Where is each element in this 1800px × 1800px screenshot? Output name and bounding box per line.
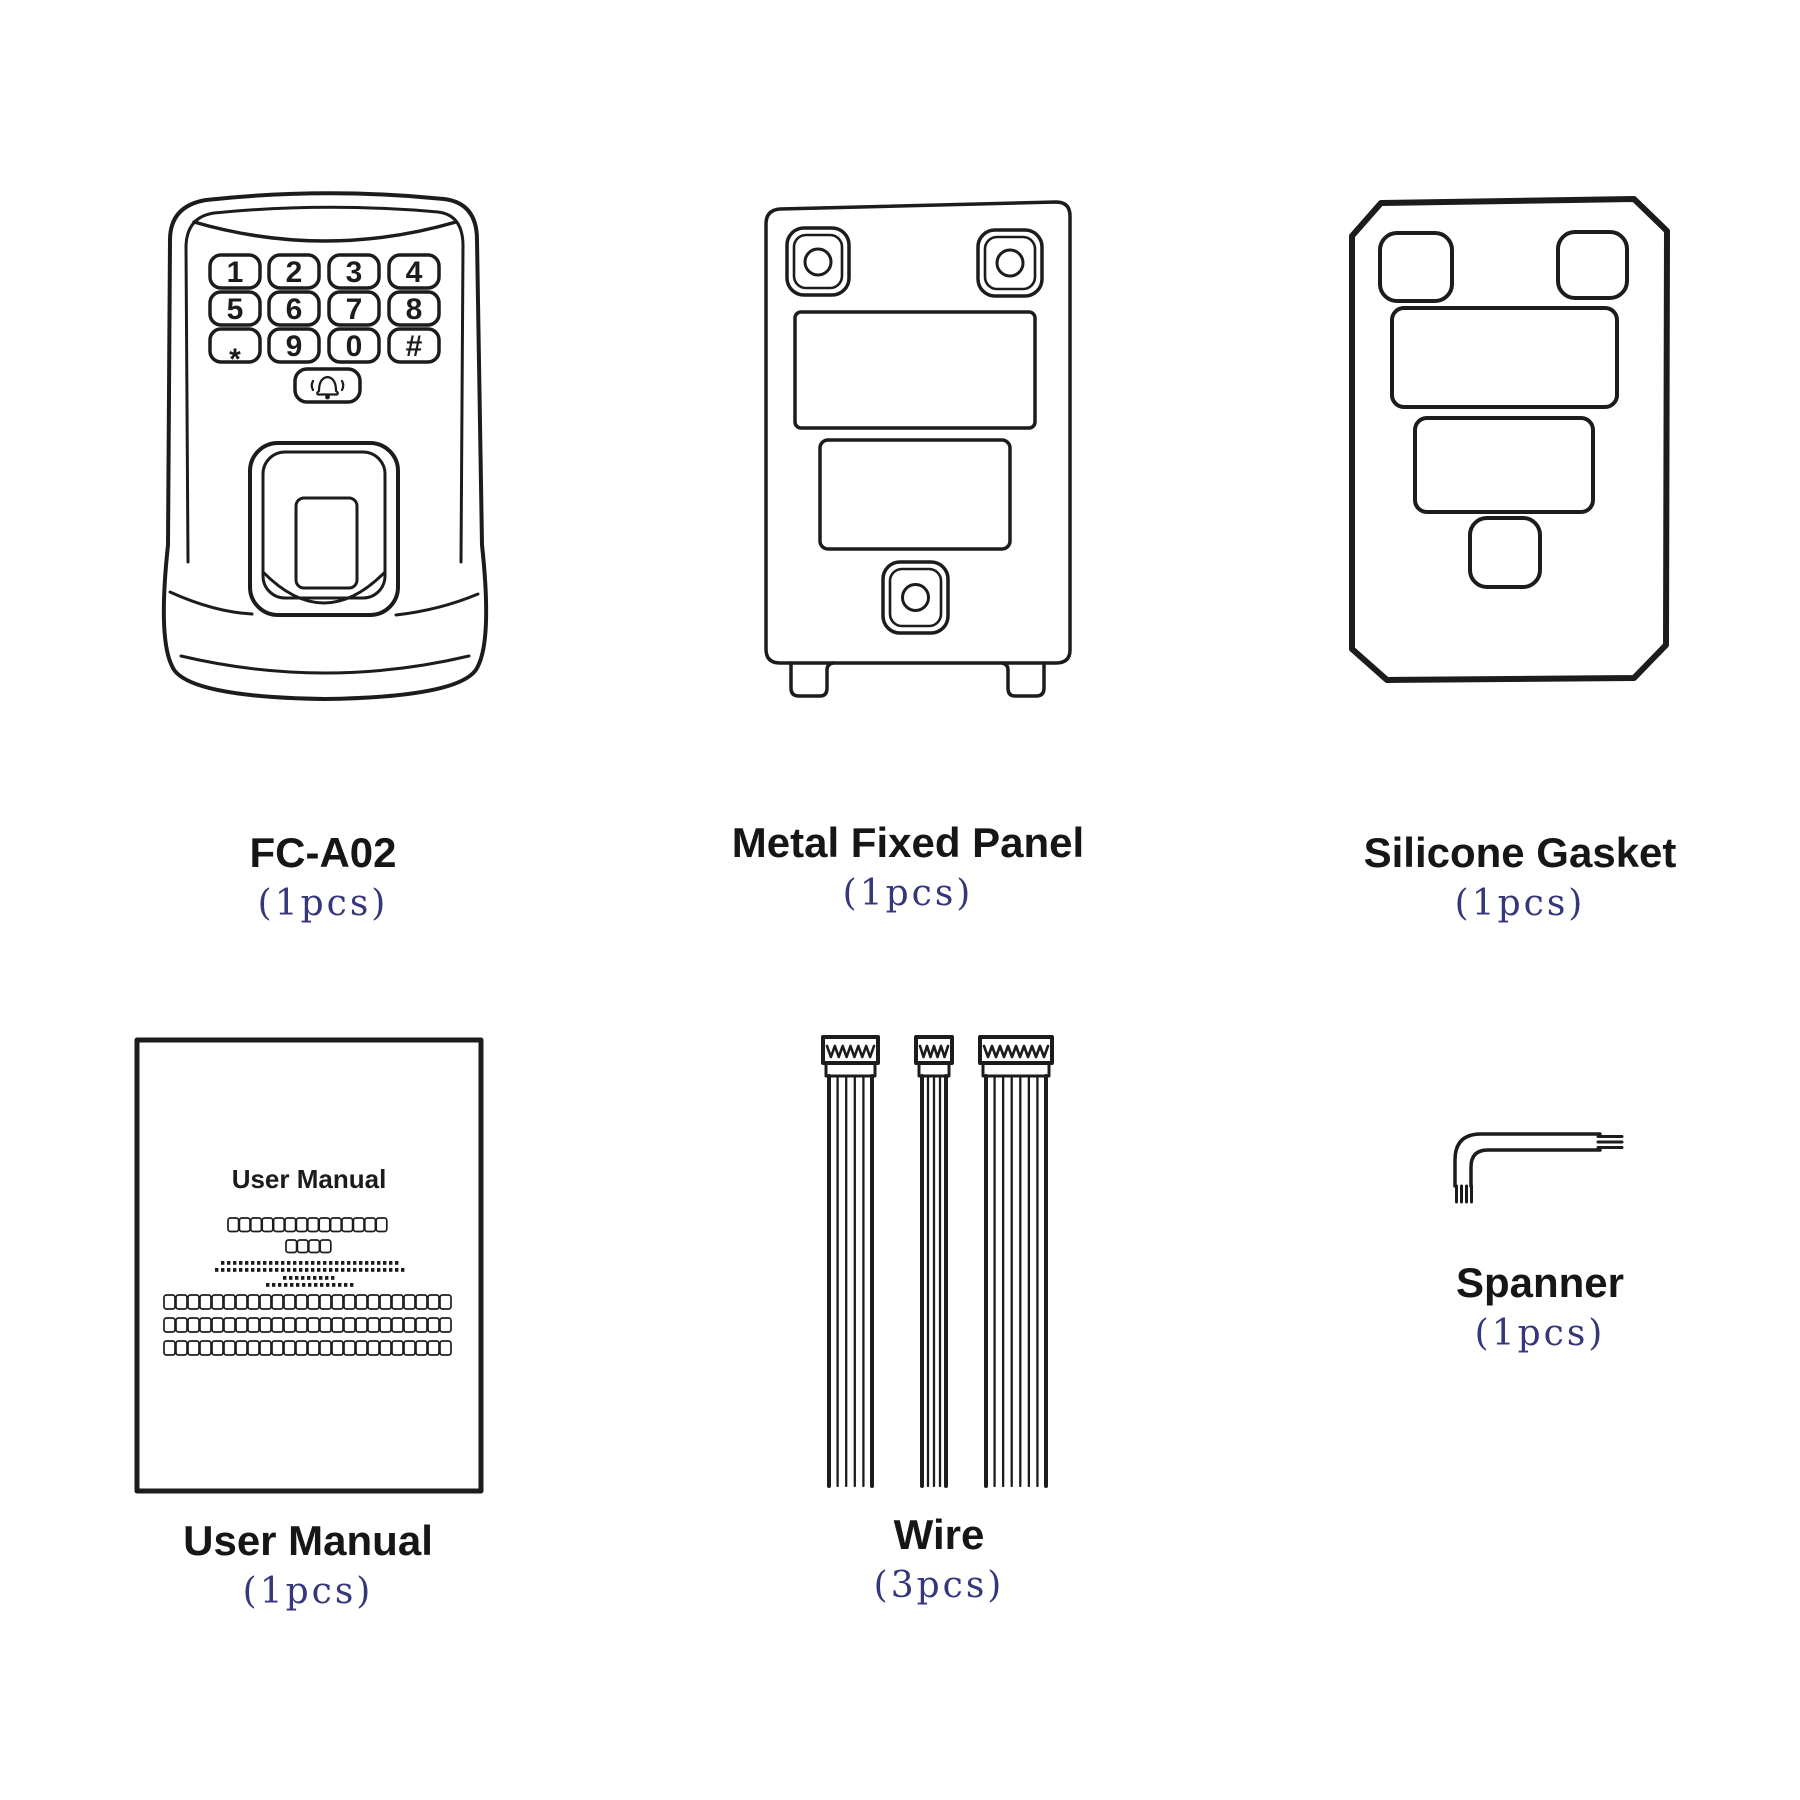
svg-text:8: 8 (406, 293, 423, 326)
spanner-label: Spanner (1455, 1259, 1625, 1306)
gasket-hole-top-left (1378, 231, 1454, 303)
svg-text:9: 9 (286, 330, 303, 363)
device-outer-body (161, 191, 489, 701)
metal-fixed-panel-qty: (1pcs) (842, 873, 974, 914)
silicone-gasket-drawing (1349, 196, 1670, 683)
panel-cutout-small (818, 438, 1012, 551)
svg-text:3: 3 (346, 256, 363, 289)
wire-qty: (3pcs) (873, 1565, 1005, 1606)
wire-ribbon (914, 1035, 954, 1488)
fc-a02-drawing: 1 2 3 4 5 6 7 8 * 9 0 # (161, 191, 489, 701)
metal-fixed-panel-drawing (764, 200, 1072, 698)
wire-ribbon (821, 1035, 880, 1488)
silicone-gasket-qty: (1pcs) (1454, 883, 1586, 924)
panel-foot-right (1000, 661, 1046, 698)
gasket-cutout-small (1413, 416, 1595, 514)
caption-metal-fixed-panel: Metal Fixed Panel (1pcs) (708, 820, 1108, 914)
spanner-qty: (1pcs) (1474, 1313, 1606, 1354)
device-top-visor (192, 220, 458, 243)
bell-icon (310, 375, 345, 400)
panel-cutout-large (793, 310, 1037, 430)
keypad: 1 2 3 4 5 6 7 8 * 9 0 # (208, 253, 441, 376)
panel-body (764, 200, 1072, 665)
wires-drawing (821, 1035, 1054, 1488)
device-base (168, 590, 480, 675)
fc-a02-qty: (1pcs) (257, 883, 389, 924)
manual-cover-title: User Manual (231, 1164, 387, 1194)
spanner-tip-bottom (1455, 1184, 1473, 1204)
svg-text:#: # (406, 330, 423, 363)
svg-text:*: * (229, 343, 241, 376)
fingerprint-window (294, 496, 359, 590)
metal-fixed-panel-label: Metal Fixed Panel (731, 819, 1085, 866)
gasket-hole-bottom (1468, 516, 1542, 589)
caption-spanner: Spanner (1pcs) (1340, 1260, 1740, 1354)
caption-fc-a02: FC-A02 (1pcs) (123, 830, 523, 924)
user-manual-qty: (1pcs) (242, 1571, 374, 1612)
svg-text:5: 5 (227, 293, 244, 326)
wire-ribbon (978, 1035, 1054, 1488)
caption-silicone-gasket: Silicone Gasket (1pcs) (1320, 830, 1720, 924)
gasket-outline (1349, 196, 1670, 683)
manual-placeholder-text (163, 1217, 452, 1356)
svg-text:7: 7 (346, 293, 363, 326)
spanner-drawing (1453, 1132, 1624, 1204)
gasket-hole-top-right (1556, 230, 1629, 300)
caption-user-manual: User Manual (1pcs) (108, 1518, 508, 1612)
spanner-tip-right (1596, 1135, 1624, 1149)
panel-foot-left (789, 661, 835, 698)
svg-text:0: 0 (346, 330, 363, 363)
gasket-cutout-large (1390, 306, 1619, 409)
fingerprint-scanner (248, 441, 400, 617)
doorbell-button (293, 367, 362, 404)
svg-text:4: 4 (406, 256, 423, 289)
screw-boss-top-left (785, 226, 851, 297)
fc-a02-label: FC-A02 (249, 829, 397, 876)
svg-text:2: 2 (286, 256, 303, 289)
svg-text:6: 6 (286, 293, 303, 326)
user-manual-drawing (134, 1037, 484, 1494)
manual-cover (134, 1037, 484, 1494)
user-manual-label: User Manual (183, 1517, 433, 1564)
screw-boss-top-right (976, 228, 1044, 298)
caption-wire: Wire (3pcs) (739, 1512, 1139, 1606)
wire-label: Wire (893, 1511, 985, 1558)
silicone-gasket-label: Silicone Gasket (1363, 829, 1677, 876)
svg-text:1: 1 (227, 256, 244, 289)
screw-boss-bottom (881, 560, 950, 635)
